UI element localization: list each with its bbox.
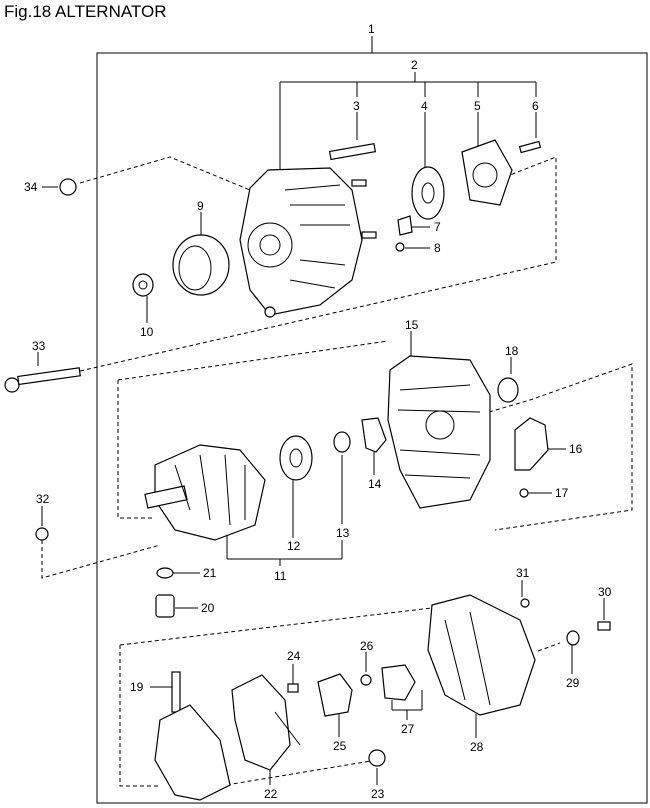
callout-15: 15 [405,318,419,332]
callout-30: 30 [598,585,612,599]
callout-25: 25 [333,739,347,753]
callout-31: 31 [516,566,530,580]
callout-27: 27 [401,722,415,736]
callout-18: 18 [505,344,519,358]
callout-6: 6 [532,99,539,113]
callout-4: 4 [421,99,428,113]
callout-21: 21 [203,566,217,580]
callout-28: 28 [470,740,484,754]
callout-11: 11 [274,569,287,583]
callout-5: 5 [474,99,481,113]
callout-2: 2 [411,58,418,72]
callout-12: 12 [287,539,301,553]
callout-26: 26 [360,639,374,653]
callout-29: 29 [566,676,580,690]
callout-14: 14 [368,477,382,491]
callout-32: 32 [36,492,50,506]
callout-8: 8 [434,241,441,255]
callout-13: 13 [336,526,350,540]
dashed-guides [41,156,633,787]
figure-title: Fig.18 ALTERNATOR [4,2,167,21]
leader-lines [37,72,605,785]
callout-24: 24 [287,649,301,663]
callout-34: 34 [24,180,38,194]
callout-23: 23 [371,787,385,801]
callout-16: 16 [569,442,583,456]
callout-3: 3 [353,99,360,113]
callout-numbers: 1 2 3 4 5 6 7 8 9 10 11 12 13 14 15 16 1… [24,22,612,801]
callout-10: 10 [140,325,154,339]
callout-7: 7 [434,220,441,234]
callout-1: 1 [368,22,375,36]
callout-22: 22 [264,787,278,801]
callout-17: 17 [555,486,569,500]
callout-9: 9 [197,199,204,213]
part-drawings [4,139,611,801]
assembly-frame [96,36,648,804]
callout-20: 20 [201,601,215,615]
callout-33: 33 [32,339,46,353]
callout-19: 19 [130,680,144,694]
